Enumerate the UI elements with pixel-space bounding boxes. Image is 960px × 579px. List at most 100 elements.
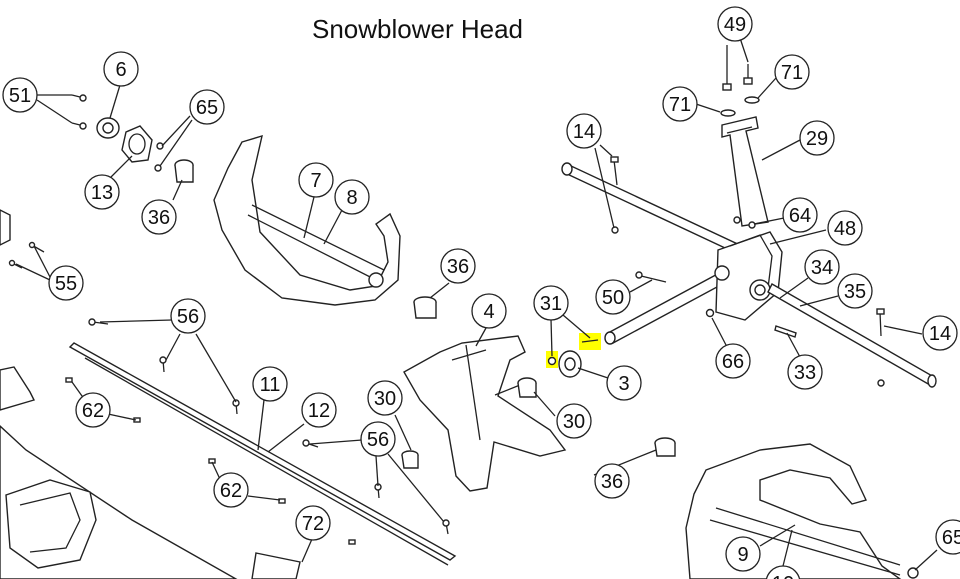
callout-label: 14	[573, 121, 595, 143]
part-auger-shaft	[767, 283, 937, 388]
part-spacer-30a	[401, 450, 419, 469]
callout-c30a: 30	[367, 380, 403, 416]
callout-c30b: 30	[556, 403, 592, 439]
callout-label: 72	[302, 513, 324, 535]
callout-c6: 6	[103, 51, 139, 87]
part-spacer-30b	[517, 377, 537, 398]
callout-label: 33	[794, 362, 816, 384]
callout-c48: 48	[827, 210, 863, 246]
part-drive-shaft	[561, 162, 745, 345]
callout-label: 11	[260, 374, 281, 396]
callout-label: 55	[55, 273, 77, 295]
callout-c50: 50	[595, 279, 631, 315]
callout-c9: 9	[725, 536, 761, 572]
callout-label: 13	[91, 182, 113, 204]
callout-c49: 49	[717, 6, 753, 42]
callout-c34: 34	[804, 249, 840, 285]
callout-c65a: 65	[189, 89, 225, 125]
diagram-title: Snowblower Head	[312, 14, 524, 44]
part-gearbox-48	[714, 231, 783, 321]
callout-c35: 35	[837, 273, 873, 309]
part-spacer-36b	[654, 437, 676, 457]
callout-label: 65	[942, 527, 960, 549]
callout-c66: 66	[715, 343, 751, 379]
part-auger-9-10	[685, 443, 919, 579]
callout-c8: 8	[334, 179, 370, 215]
callout-label: 6	[115, 59, 126, 81]
callout-c62a: 62	[75, 392, 111, 428]
part-bolts-49	[720, 62, 760, 117]
part-bolts-51	[71, 94, 87, 130]
callout-label: 56	[367, 429, 389, 451]
callout-c71b: 71	[774, 54, 810, 90]
callout-label: 36	[447, 256, 469, 278]
part-nut-64	[733, 216, 756, 229]
leader-lines	[15, 37, 938, 571]
callout-label: 56	[177, 306, 199, 328]
part-spacer-36c	[174, 159, 194, 183]
callout-label: 34	[811, 257, 833, 279]
part-pins-62	[65, 377, 356, 545]
part-bearing-3	[546, 333, 601, 378]
callout-label: 71	[669, 94, 691, 116]
callout-label: 3	[618, 373, 629, 395]
callout-label: 49	[724, 14, 746, 36]
callout-c55: 55	[48, 265, 84, 301]
part-key-33	[774, 325, 797, 338]
callout-label: 9	[737, 544, 748, 566]
callout-label: 7	[310, 170, 321, 192]
callout-c71a: 71	[662, 86, 698, 122]
callout-label: 62	[82, 400, 104, 422]
callout-c13: 13	[84, 174, 120, 210]
part-nut-66	[705, 308, 715, 318]
callout-c12: 12	[301, 392, 337, 428]
callout-c62b: 62	[213, 472, 249, 508]
callout-c64: 64	[782, 197, 818, 233]
part-impeller-4	[403, 335, 567, 492]
callout-c10: 10	[765, 565, 801, 579]
callout-label: 8	[346, 187, 357, 209]
callout-label: 50	[602, 287, 624, 309]
callout-c29: 29	[799, 120, 835, 156]
callout-label: 48	[834, 218, 856, 240]
callout-c4: 4	[471, 293, 507, 329]
callout-label: 36	[148, 207, 170, 229]
callout-label: 4	[483, 301, 494, 323]
callout-c51: 51	[2, 77, 38, 113]
callout-label: 64	[789, 205, 811, 227]
callout-label: 30	[563, 411, 585, 433]
part-bolts-14	[610, 156, 885, 387]
callout-c7: 7	[298, 162, 334, 198]
callout-label: 30	[374, 388, 396, 410]
callout-label: 51	[9, 85, 31, 107]
callout-label: 29	[806, 128, 828, 150]
callout-label: 65	[196, 97, 218, 119]
part-bearing-6	[96, 117, 120, 139]
callout-label: 31	[540, 293, 562, 315]
callout-c36b: 36	[594, 463, 630, 499]
callout-c36c: 36	[141, 199, 177, 235]
callout-c14a: 14	[566, 113, 602, 149]
part-scraper-bar-11-12	[68, 342, 457, 566]
callout-c14b: 14	[922, 315, 958, 351]
callout-c56a: 56	[170, 298, 206, 334]
callout-label: 66	[722, 351, 744, 373]
callout-label: 35	[844, 281, 866, 303]
callout-c56b: 56	[360, 421, 396, 457]
callout-c3: 3	[606, 365, 642, 401]
callout-label: 36	[601, 471, 623, 493]
part-bracket-29	[721, 116, 769, 227]
callout-c33: 33	[787, 354, 823, 390]
part-flange-13	[121, 125, 153, 163]
part-nuts-65	[154, 142, 164, 172]
part-screws-55	[0, 209, 45, 269]
callout-label: 12	[308, 400, 330, 422]
callout-c36a: 36	[440, 248, 476, 284]
callout-c11: 11	[252, 366, 288, 402]
part-housing	[0, 366, 301, 579]
callout-c31: 31	[533, 285, 569, 321]
part-screws-56	[88, 318, 450, 535]
callout-label: 62	[220, 480, 242, 502]
